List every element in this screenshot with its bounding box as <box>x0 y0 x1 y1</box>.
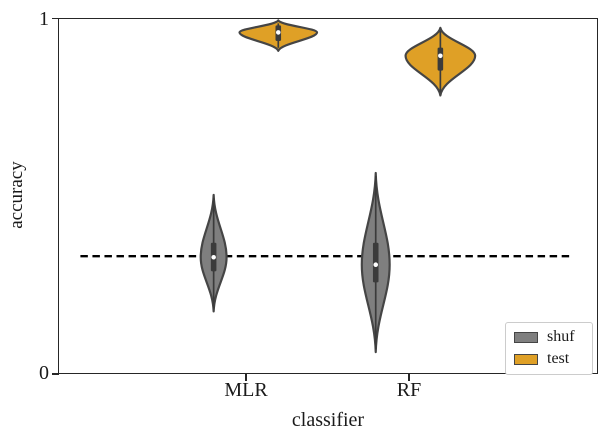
legend-item-test: test <box>514 351 583 367</box>
legend: shuf test <box>505 322 593 375</box>
legend-label-shuf: shuf <box>547 328 575 345</box>
y-tick-label-1: 1 <box>39 8 49 30</box>
y-tick-mark-0 <box>52 373 59 375</box>
iqr-box-test-RF <box>437 47 444 71</box>
x-tick-mark-rf <box>408 374 410 381</box>
x-tick-mark-mlr <box>245 374 247 381</box>
median-dot-test-MLR <box>275 30 281 35</box>
violin-chart <box>80 19 572 354</box>
legend-item-shuf: shuf <box>514 329 583 345</box>
median-dot-test-RF <box>438 53 443 59</box>
legend-swatch-shuf <box>514 331 538 343</box>
x-tick-label-mlr: MLR <box>224 379 268 401</box>
plot-area <box>58 18 598 374</box>
legend-label-test: test <box>547 350 570 367</box>
legend-swatch-test <box>514 353 538 365</box>
x-tick-label-rf: RF <box>396 379 422 401</box>
y-axis-label: accuracy <box>6 161 27 229</box>
x-axis-label: classifier <box>291 409 365 431</box>
y-tick-label-0: 0 <box>39 362 49 384</box>
median-dot-shuf-MLR <box>211 254 216 260</box>
median-dot-shuf-RF <box>373 262 379 267</box>
y-tick-mark-1 <box>52 17 59 19</box>
